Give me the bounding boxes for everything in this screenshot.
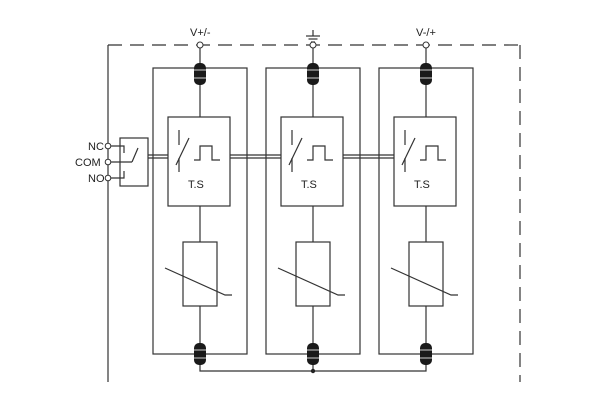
ground-icon	[306, 30, 320, 43]
varistor-icon	[164, 267, 232, 296]
junction-dot	[310, 368, 316, 374]
terminal-right	[422, 41, 430, 49]
no-terminal	[104, 174, 112, 182]
terminal-left	[196, 41, 204, 49]
ts-label: T.S	[188, 179, 204, 191]
top-terminals: V+/- V-/+	[190, 27, 436, 49]
thermal-link	[148, 154, 394, 159]
varistor-box	[408, 241, 444, 307]
fuse-icon	[194, 63, 206, 85]
no-label: NO	[88, 173, 105, 185]
nc-label: NC	[88, 141, 104, 153]
bottom-bus	[199, 365, 427, 374]
module-1: T.S	[152, 48, 248, 365]
terminal-label-right: V-/+	[416, 27, 436, 39]
ts-label: T.S	[414, 179, 430, 191]
fuse-icon	[194, 343, 206, 365]
com-label: COM	[75, 157, 101, 169]
fuse-icon	[307, 63, 319, 85]
module-2: T.S	[265, 48, 361, 365]
com-terminal	[104, 158, 112, 166]
module-3: T.S	[378, 48, 474, 365]
terminal-label-left: V+/-	[190, 27, 211, 39]
varistor-icon	[390, 267, 458, 296]
varistor-box	[295, 241, 331, 307]
varistor-box	[182, 241, 218, 307]
fuse-icon	[420, 63, 432, 85]
thermal-switch-icon	[175, 130, 220, 172]
thermal-switch-icon	[401, 130, 446, 172]
ts-label: T.S	[301, 179, 317, 191]
fuse-icon	[420, 343, 432, 365]
nc-terminal	[104, 142, 112, 150]
varistor-icon	[277, 267, 345, 296]
fuse-icon	[307, 343, 319, 365]
terminal-middle	[309, 41, 317, 49]
remote-signal-contact: NC COM NO	[75, 137, 149, 187]
thermal-switch-icon	[288, 130, 333, 172]
